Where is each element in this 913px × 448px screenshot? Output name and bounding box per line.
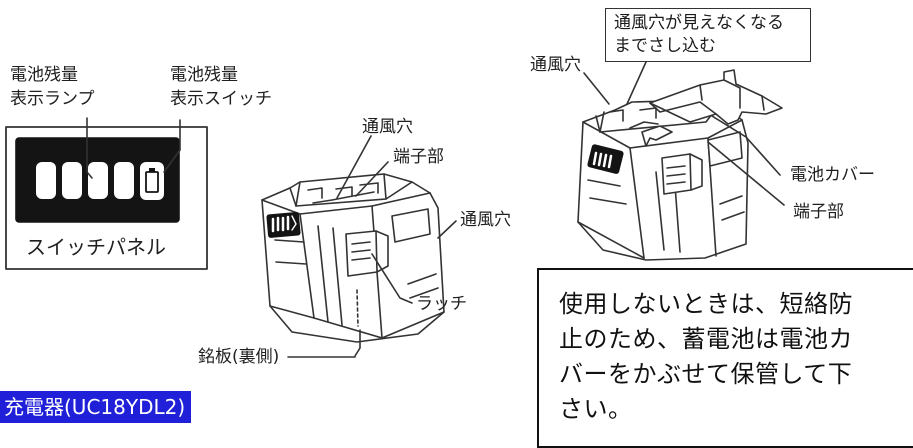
notice-line-2: 止のため、蓄電池は電池カ bbox=[559, 325, 853, 353]
insert-arrow bbox=[641, 125, 673, 147]
latch-leader bbox=[371, 253, 413, 304]
vent-right-label: 通風穴 bbox=[530, 55, 581, 75]
latch-label: ラッチ bbox=[416, 294, 467, 314]
terminal-right-leader bbox=[707, 141, 785, 206]
notice-line-4: さい。 bbox=[559, 395, 633, 423]
lamp-label-line-2: 表示ランプ bbox=[10, 89, 95, 109]
switch-leader bbox=[163, 119, 181, 173]
battery-cover bbox=[649, 69, 783, 125]
lamp-label: 電池残量 表示ランプ bbox=[10, 63, 95, 111]
callout-line-1: 通風穴が見えなくなる bbox=[614, 13, 784, 33]
switch-label-line-2: 表示スイッチ bbox=[170, 89, 272, 109]
left-battery-pack bbox=[261, 173, 445, 343]
lamp-indicators bbox=[36, 162, 134, 199]
insert-arrow-shaft bbox=[629, 121, 659, 129]
right-battery-pack bbox=[577, 99, 749, 261]
vent-top-leader bbox=[336, 135, 372, 199]
notice-line-1: 使用しないときは、短絡防 bbox=[559, 290, 853, 318]
terminal-right-label: 端子部 bbox=[793, 202, 844, 222]
switch-label: 電池残量 表示スイッチ bbox=[170, 63, 272, 111]
callout-leader bbox=[626, 61, 647, 105]
lamp-label-line-1: 電池残量 bbox=[10, 65, 78, 85]
terminal-label: 端子部 bbox=[393, 147, 444, 167]
notice-line-3: バーをかぶせて保管して下 bbox=[559, 360, 853, 388]
vent-side-leader bbox=[437, 220, 457, 239]
terminal-leader bbox=[355, 161, 389, 197]
cover-leader bbox=[711, 115, 781, 176]
charger-section-heading: 充電器(UC18YDL2) bbox=[0, 391, 192, 423]
nameplate-label: 銘板(裏側) bbox=[198, 347, 280, 367]
callout-line-2: までさし込む bbox=[614, 36, 716, 56]
insert-callout: 通風穴が見えなくなる までさし込む bbox=[605, 8, 811, 62]
lamp-leader bbox=[86, 117, 93, 179]
vent-side-label: 通風穴 bbox=[460, 210, 511, 230]
battery-illustrations bbox=[5, 61, 785, 358]
vent-top-label: 通風穴 bbox=[362, 117, 413, 137]
vent-right-leader bbox=[583, 72, 610, 105]
storage-notice: 使用しないときは、短絡防 止のため、蓄電池は電池カ バーをかぶせて保管して下 さ… bbox=[537, 268, 913, 448]
battery-cover-label: 電池カバー bbox=[790, 165, 875, 185]
battery-switch-icon bbox=[140, 162, 164, 200]
switch-panel-label: スイッチパネル bbox=[26, 235, 166, 259]
switch-label-line-1: 電池残量 bbox=[170, 65, 238, 85]
nameplate-leader-a bbox=[354, 329, 361, 357]
